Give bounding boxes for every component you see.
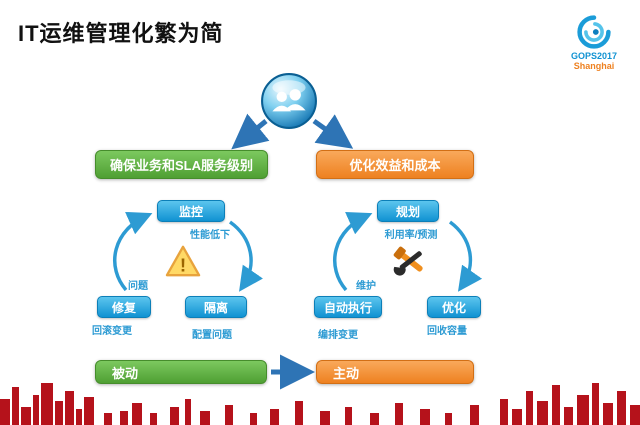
note-rollback: 回滚变更	[92, 326, 132, 337]
node-isolate: 隔离	[185, 296, 247, 318]
logo-text-line2: Shanghai	[573, 61, 615, 71]
note-low-performance: 性能低下	[190, 230, 230, 241]
swirl-logo-icon	[576, 14, 612, 50]
node-auto-execute: 自动执行	[314, 296, 382, 318]
banner-active: 主动	[316, 360, 474, 384]
note-orchestrate: 编排变更	[318, 330, 358, 341]
banner-passive: 被动	[95, 360, 267, 384]
node-optimize: 优化	[427, 296, 481, 318]
users-icon	[260, 72, 318, 130]
logo-text-line1: GOPS2017	[570, 51, 618, 61]
warning-icon: !	[164, 244, 202, 278]
note-maintenance: 维护	[356, 281, 376, 292]
note-problem: 问题	[128, 281, 148, 292]
note-config-issue: 配置问题	[192, 330, 232, 341]
banner-cost: 优化效益和成本	[316, 150, 474, 179]
skyline-graphic	[0, 383, 640, 425]
tools-icon	[392, 245, 428, 277]
svg-text:!: !	[180, 255, 186, 276]
note-reclaim: 回收容量	[427, 326, 467, 337]
node-repair: 修复	[97, 296, 151, 318]
node-plan: 规划	[377, 200, 439, 222]
banner-sla: 确保业务和SLA服务级别	[95, 150, 268, 179]
conference-logo: GOPS2017 Shanghai	[562, 14, 626, 71]
node-monitor: 监控	[157, 200, 225, 222]
note-utilization: 利用率/预测	[384, 230, 438, 241]
page-title: IT运维管理化繁为简	[18, 21, 224, 46]
